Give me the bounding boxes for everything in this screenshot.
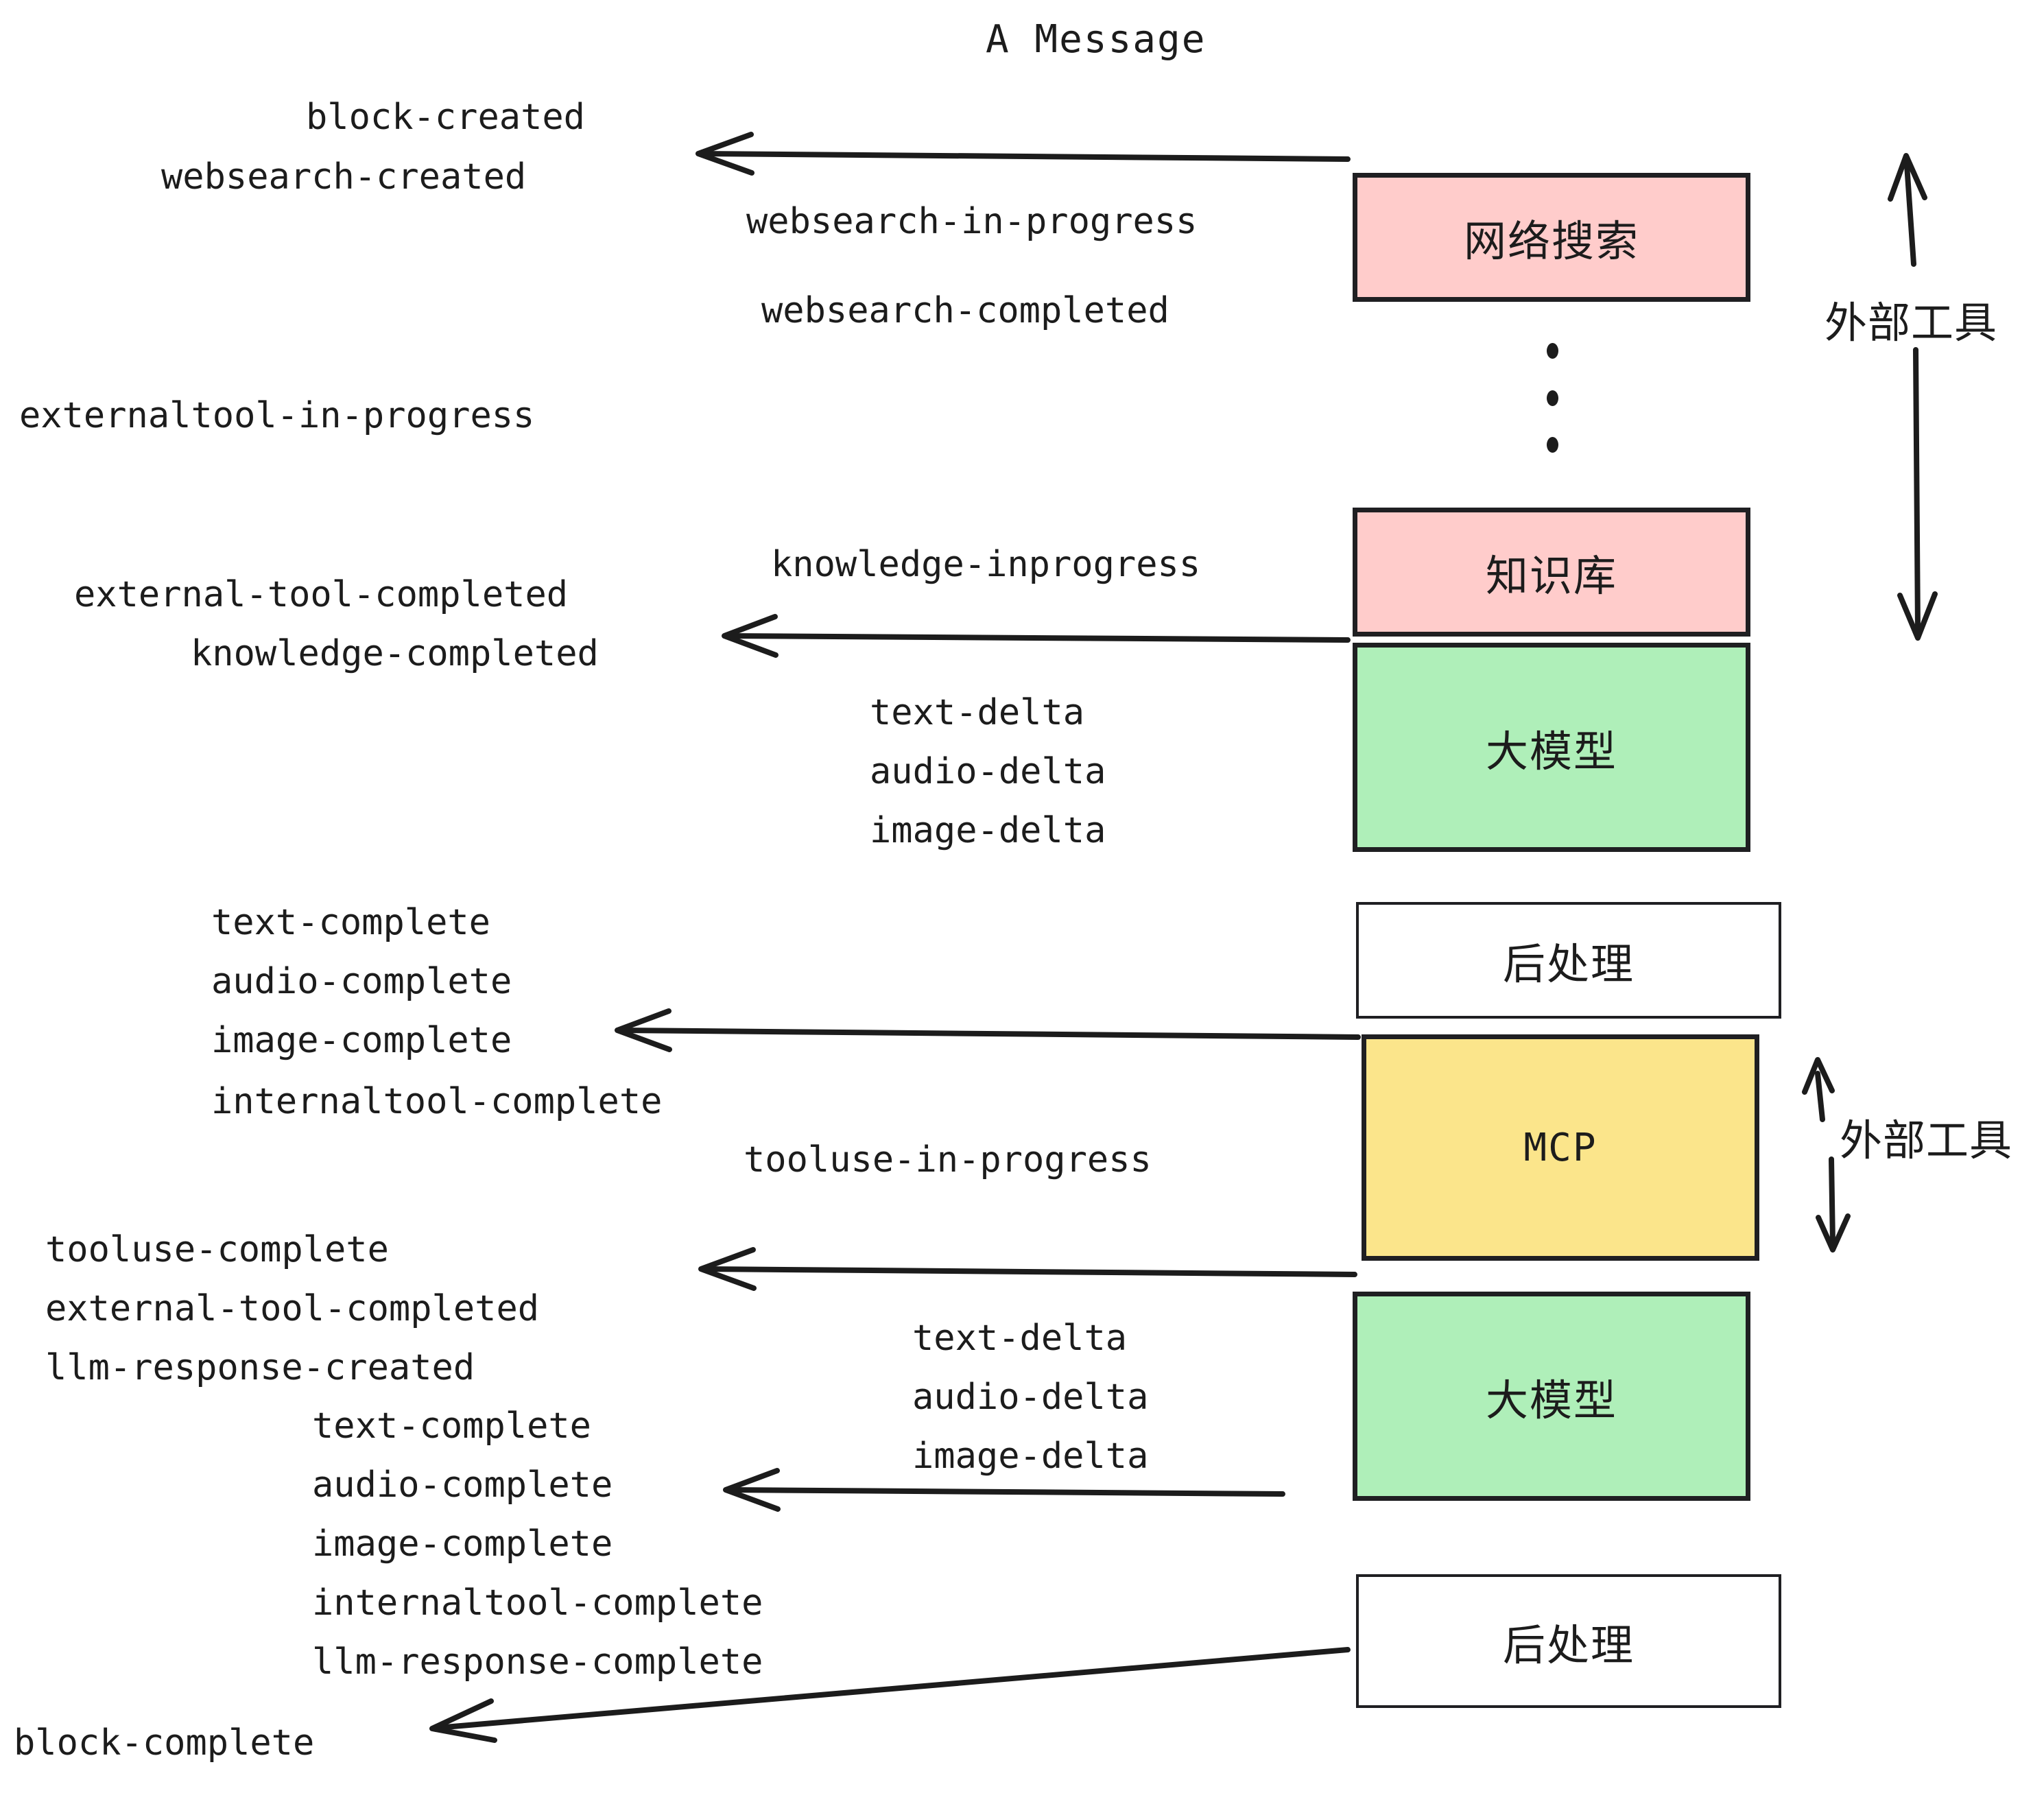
event-externaltool-in-progress: externaltool-in-progress <box>19 395 535 436</box>
box-llm-bottom-label: 大模型 <box>1485 1375 1617 1425</box>
bracket-label-external-tools-top: 外部工具 <box>1825 298 1998 348</box>
box-knowledge[interactable]: 知识库 <box>1353 508 1750 637</box>
box-llm-top-label: 大模型 <box>1485 726 1617 776</box>
event-text-complete-1: text-complete <box>211 902 490 943</box>
event-text-complete-2: text-complete <box>312 1405 591 1447</box>
box-mcp-label: MCP <box>1523 1125 1597 1170</box>
event-audio-complete-1: audio-complete <box>211 961 512 1002</box>
diagram-title: A Message <box>986 17 1207 62</box>
box-websearch[interactable]: 网络搜索 <box>1353 173 1750 302</box>
arrow-image-complete <box>615 1008 1361 1052</box>
box-mcp[interactable]: MCP <box>1362 1034 1759 1261</box>
box-postprocess-top[interactable]: 后处理 <box>1356 902 1781 1019</box>
arrow-websearch-created <box>696 132 1351 176</box>
event-image-complete-2: image-complete <box>312 1523 613 1565</box>
event-text-delta-2: text-delta <box>912 1318 1128 1359</box>
event-external-tool-completed-2: external-tool-completed <box>45 1288 540 1329</box>
event-block-complete: block-complete <box>14 1722 315 1764</box>
event-image-delta-1: image-delta <box>870 810 1106 851</box>
event-external-tool-completed-1: external-tool-completed <box>74 574 569 615</box>
arrow-tooluse-complete <box>698 1247 1357 1291</box>
event-tooluse-complete: tooluse-complete <box>45 1229 389 1270</box>
bracket-external-tools-top <box>1888 153 1938 641</box>
event-llm-response-complete: llm-response-complete <box>312 1641 763 1683</box>
event-image-complete-1: image-complete <box>211 1020 512 1061</box>
event-internaltool-complete-2: internaltool-complete <box>312 1582 763 1624</box>
box-knowledge-label: 知识库 <box>1485 551 1617 601</box>
arrow-knowledge-completed <box>722 614 1351 658</box>
vertical-ellipsis <box>1545 343 1559 453</box>
event-knowledge-completed: knowledge-completed <box>191 633 599 674</box>
box-llm-top[interactable]: 大模型 <box>1353 643 1750 852</box>
event-image-delta-2: image-delta <box>912 1436 1149 1477</box>
event-block-created: block-created <box>306 97 585 138</box>
box-websearch-label: 网络搜索 <box>1463 216 1639 266</box>
event-knowledge-inprogress: knowledge-inprogress <box>771 544 1201 585</box>
bracket-label-external-tools-bottom: 外部工具 <box>1840 1115 2013 1165</box>
event-internaltool-complete-1: internaltool-complete <box>211 1081 663 1122</box>
event-audio-complete-2: audio-complete <box>312 1464 613 1506</box>
box-postprocess-bottom-label: 后处理 <box>1502 1619 1635 1670</box>
box-llm-bottom[interactable]: 大模型 <box>1353 1292 1750 1501</box>
event-tooluse-in-progress: tooluse-in-progress <box>744 1139 1152 1180</box>
box-postprocess-top-label: 后处理 <box>1502 939 1635 989</box>
event-websearch-created: websearch-created <box>161 156 527 198</box>
event-audio-delta-2: audio-delta <box>912 1377 1149 1418</box>
event-websearch-in-progress: websearch-in-progress <box>746 201 1198 242</box>
event-audio-delta-1: audio-delta <box>870 751 1106 792</box>
box-postprocess-bottom[interactable]: 后处理 <box>1356 1574 1781 1708</box>
event-websearch-completed: websearch-completed <box>761 290 1169 331</box>
event-text-delta-1: text-delta <box>870 692 1085 733</box>
event-llm-response-created: llm-response-created <box>45 1347 475 1388</box>
